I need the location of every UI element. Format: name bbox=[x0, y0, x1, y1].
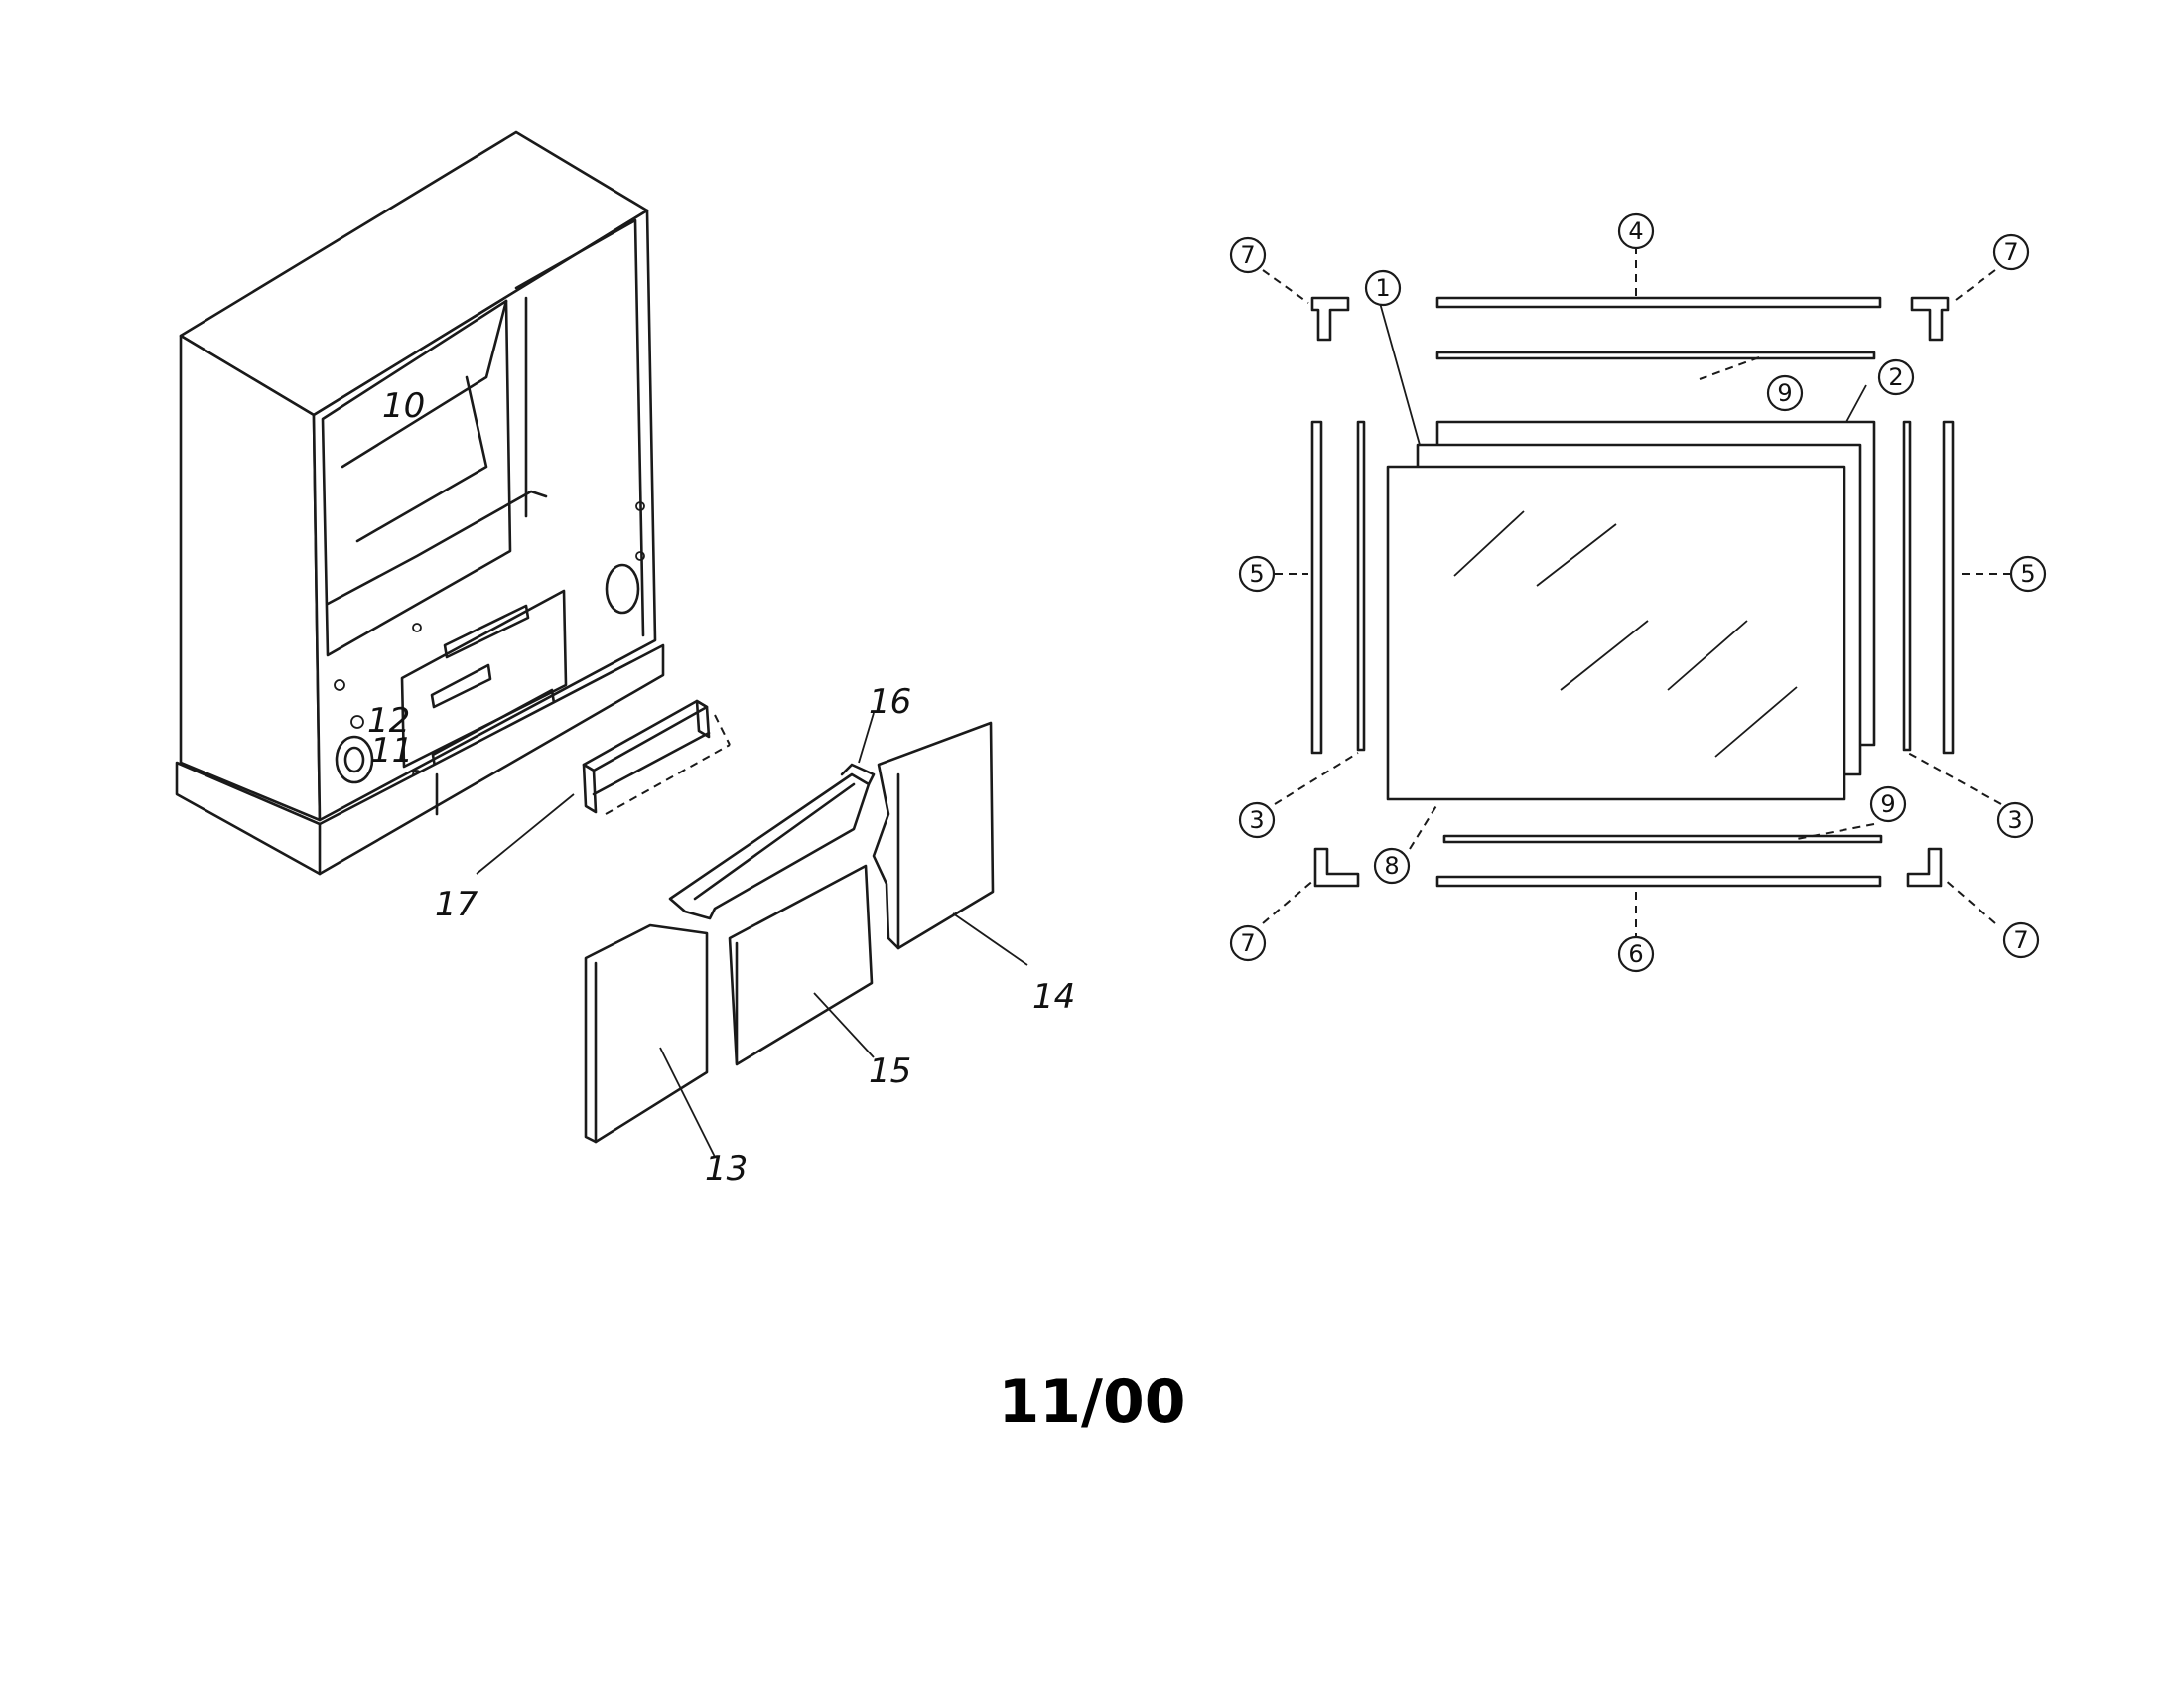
right-leader-lines bbox=[1262, 246, 2011, 941]
callout-17: 17 bbox=[435, 885, 478, 924]
svg-text:2: 2 bbox=[1888, 363, 1903, 391]
callout-13: 13 bbox=[705, 1149, 748, 1189]
svg-text:7: 7 bbox=[1240, 929, 1255, 957]
callout-15: 15 bbox=[869, 1052, 911, 1091]
callout-5-left: 5 bbox=[1238, 555, 1276, 593]
svg-text:9: 9 bbox=[1880, 790, 1895, 818]
callout-5-right: 5 bbox=[2009, 555, 2047, 593]
date-code-caption: 11/00 bbox=[999, 1367, 1186, 1437]
callout-12: 12 bbox=[367, 701, 410, 741]
callout-9-bottom: 9 bbox=[1869, 785, 1907, 823]
tv-cabinet-drawing bbox=[175, 130, 665, 876]
callout-16: 16 bbox=[869, 682, 911, 722]
svg-text:5: 5 bbox=[1249, 560, 1264, 588]
svg-text:8: 8 bbox=[1384, 852, 1399, 880]
callout-11: 11 bbox=[370, 731, 413, 771]
svg-text:3: 3 bbox=[2007, 806, 2022, 834]
callout-3-right: 3 bbox=[1996, 801, 2034, 839]
svg-text:9: 9 bbox=[1777, 379, 1792, 407]
callout-7-bottom-right: 7 bbox=[2002, 921, 2040, 959]
screen-assembly-drawing bbox=[1310, 296, 1955, 888]
part-13-panel bbox=[584, 923, 709, 1144]
callout-14: 14 bbox=[1032, 977, 1075, 1017]
svg-text:4: 4 bbox=[1628, 217, 1643, 245]
callout-6: 6 bbox=[1617, 935, 1655, 973]
callout-8: 8 bbox=[1373, 847, 1411, 885]
callout-7-bottom-left: 7 bbox=[1229, 924, 1267, 962]
part-17-bracket bbox=[582, 699, 731, 815]
svg-text:7: 7 bbox=[2003, 238, 2018, 266]
callout-7-top-right: 7 bbox=[1992, 233, 2030, 271]
callout-7-top-left: 7 bbox=[1229, 236, 1267, 274]
part-12-screw bbox=[350, 715, 364, 729]
callout-3-left: 3 bbox=[1238, 801, 1276, 839]
part-15-panel bbox=[728, 864, 874, 1066]
svg-text:3: 3 bbox=[1249, 806, 1264, 834]
part-14-panel bbox=[872, 721, 995, 950]
svg-text:1: 1 bbox=[1375, 274, 1390, 302]
svg-text:7: 7 bbox=[1240, 241, 1255, 269]
svg-text:5: 5 bbox=[2020, 560, 2035, 588]
callout-9-top: 9 bbox=[1766, 374, 1804, 412]
svg-text:6: 6 bbox=[1628, 940, 1643, 968]
callout-10: 10 bbox=[382, 386, 425, 426]
callout-4: 4 bbox=[1617, 212, 1655, 250]
callout-2: 2 bbox=[1877, 358, 1915, 396]
left-leader-lines bbox=[476, 712, 1028, 1158]
svg-text:7: 7 bbox=[2013, 926, 2028, 954]
callout-1: 1 bbox=[1364, 269, 1402, 307]
part-16-channel bbox=[668, 763, 876, 920]
